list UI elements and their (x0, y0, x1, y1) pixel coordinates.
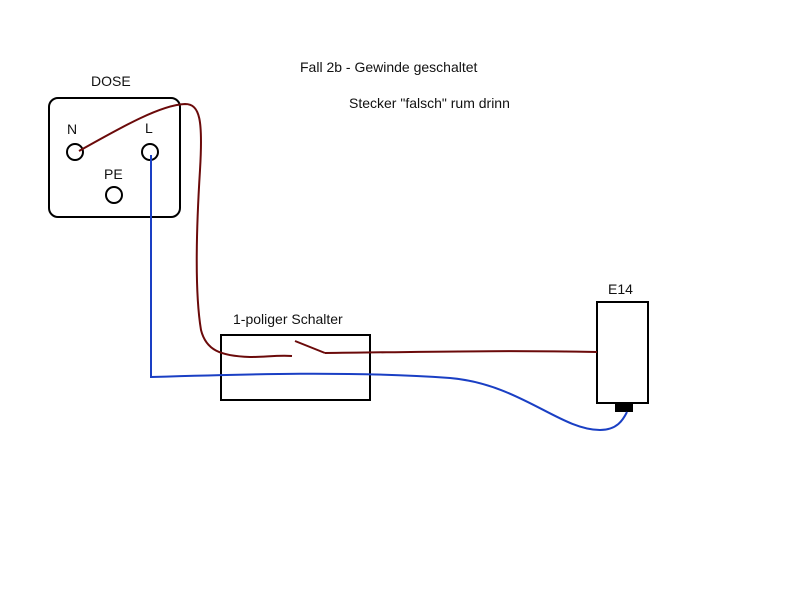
diagram-title: Fall 2b - Gewinde geschaltet (300, 59, 478, 75)
terminal-label-pe: PE (104, 166, 123, 182)
neutral-wire-outlet-to-switch (78, 102, 293, 359)
diagram-subtitle: Stecker "falsch" rum drinn (349, 95, 510, 111)
switch: 1-poliger Schalter (220, 311, 371, 401)
switch-label: 1-poliger Schalter (233, 311, 343, 327)
terminal-pe (105, 186, 123, 204)
lamp-base-contact (615, 404, 633, 412)
lamp: E14 (596, 281, 649, 412)
lamp-label: E14 (608, 281, 633, 297)
terminal-n (66, 143, 84, 161)
live-wire-outlet-to-lamp (150, 155, 628, 432)
switch-lever (294, 340, 326, 354)
outlet: DOSE N L PE (48, 73, 181, 218)
neutral-wire-switch-to-lamp (324, 350, 598, 354)
lamp-socket (596, 301, 649, 404)
outlet-label: DOSE (91, 73, 131, 89)
outlet-box (48, 97, 181, 218)
switch-box (220, 334, 371, 401)
terminal-label-n: N (67, 121, 77, 137)
terminal-label-l: L (145, 120, 153, 136)
